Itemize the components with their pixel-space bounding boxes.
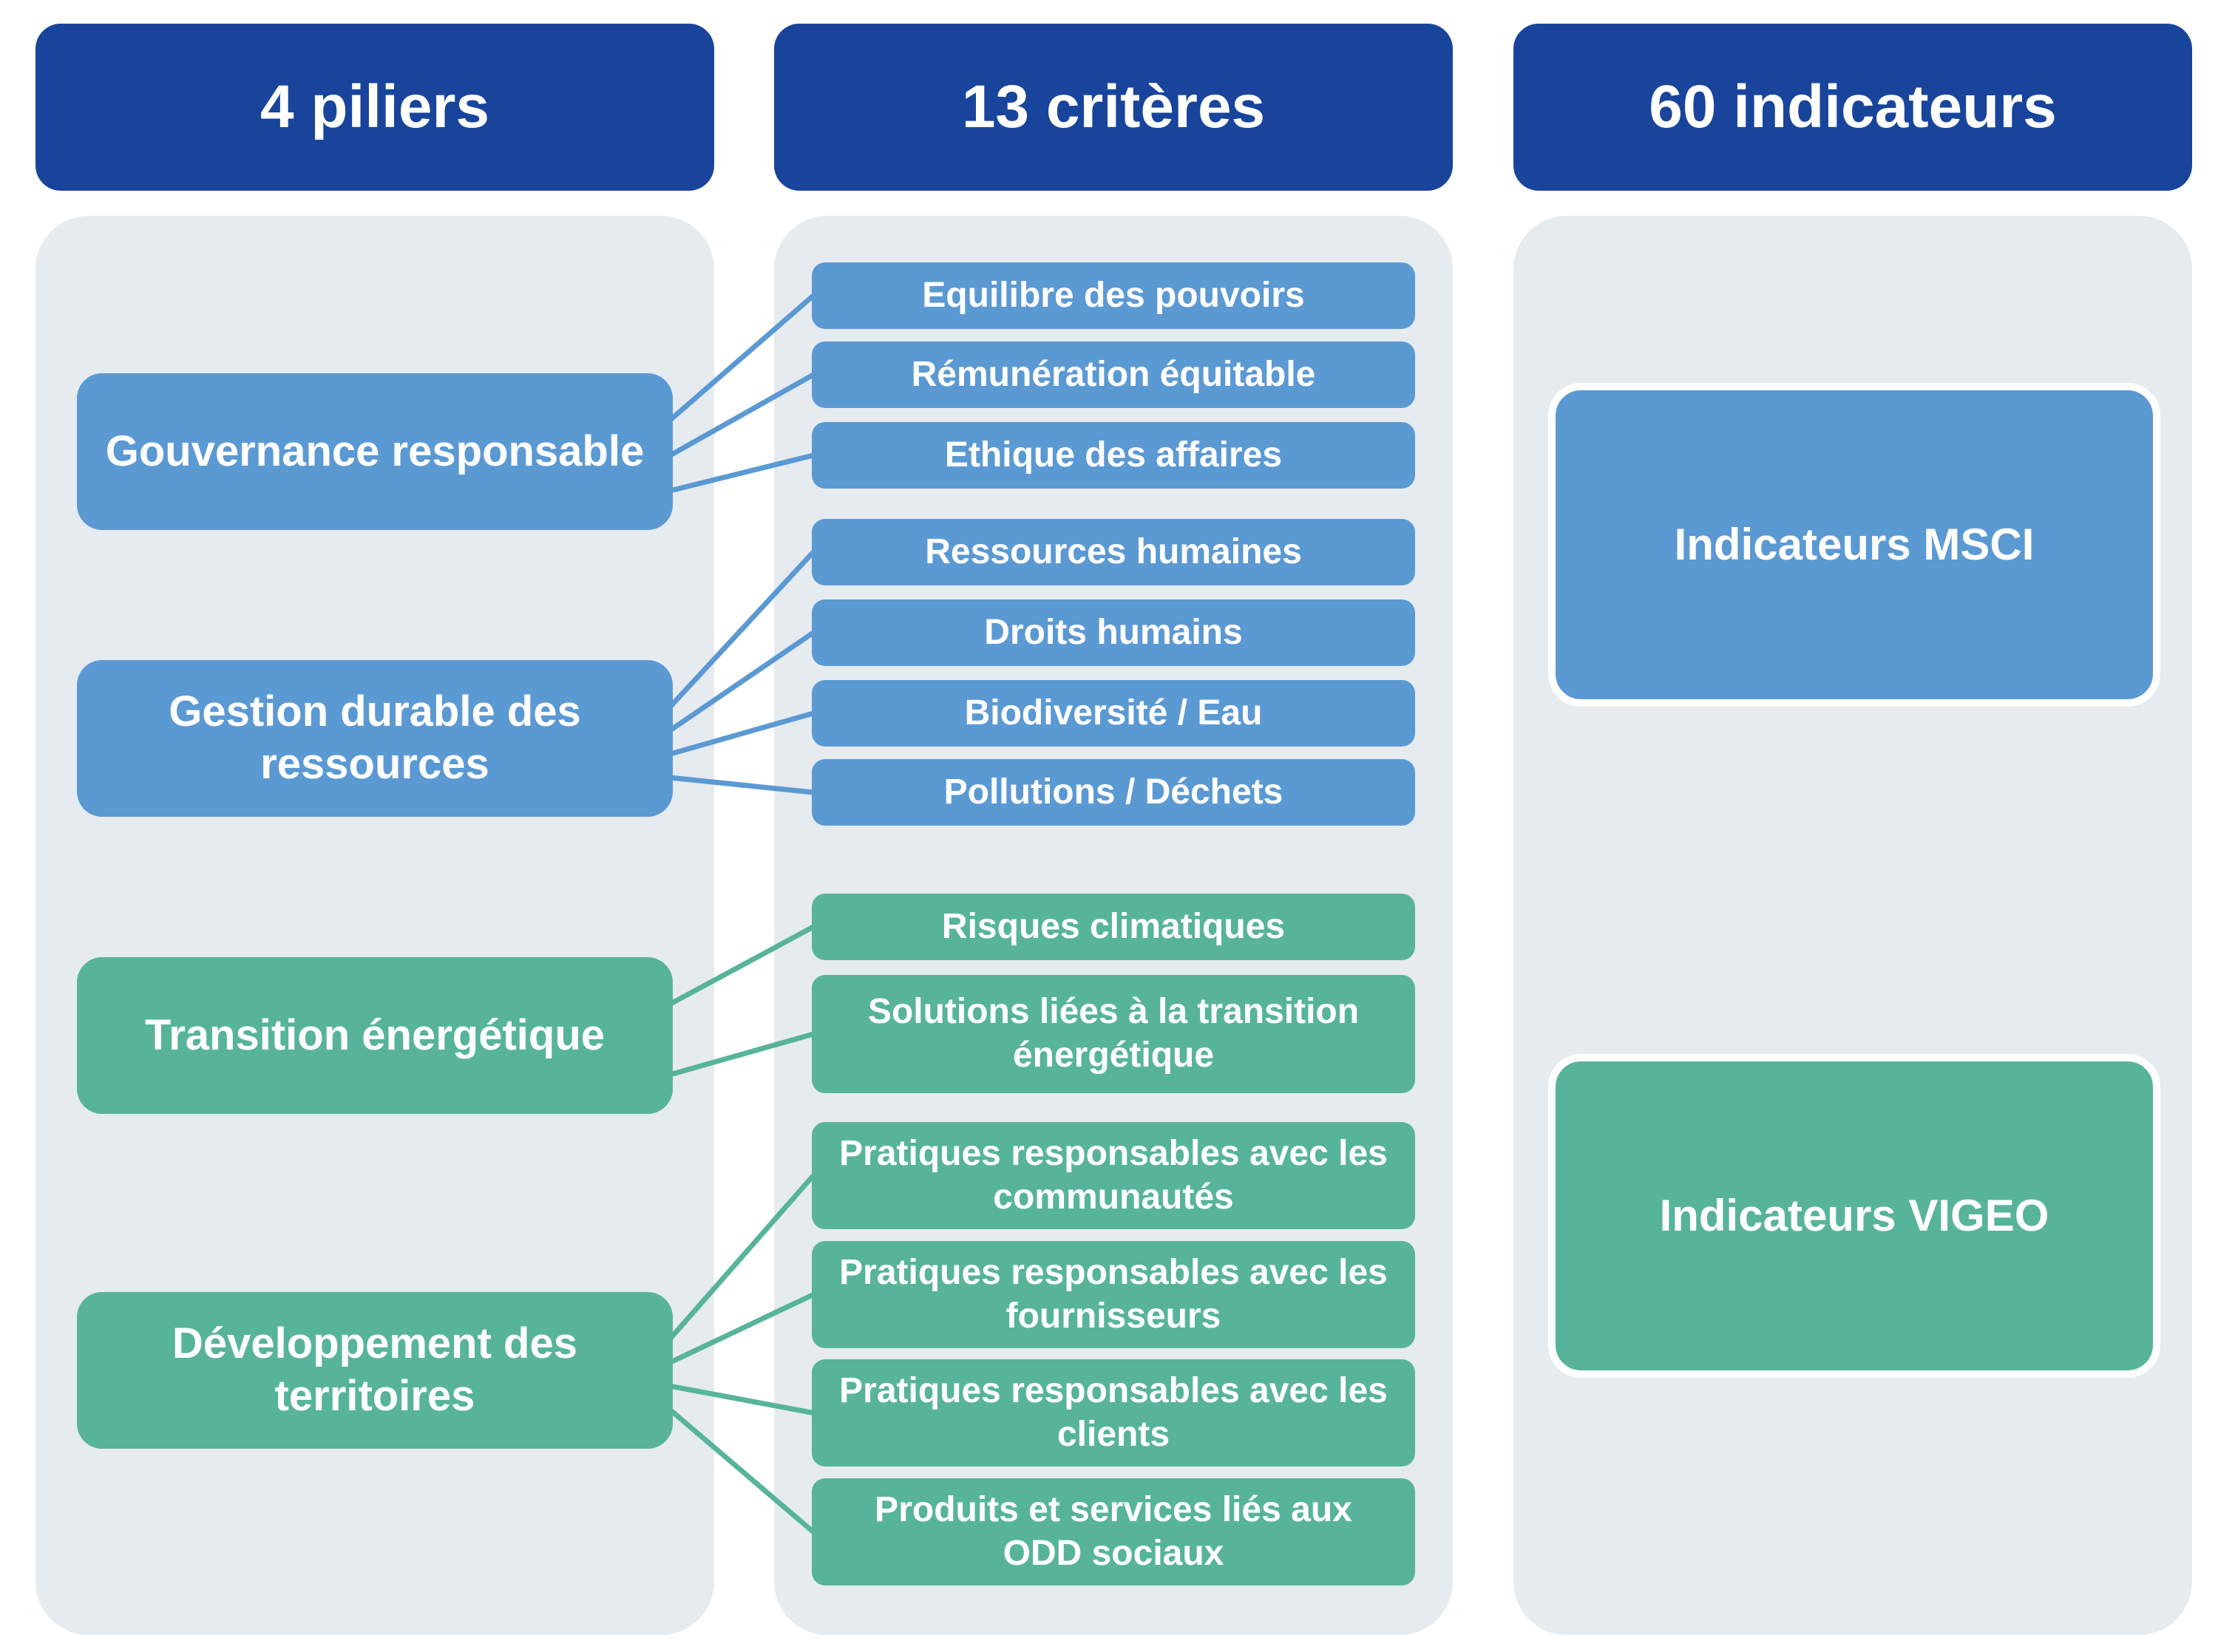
connector-line	[669, 775, 814, 795]
indicator-vigeo: Indicateurs VIGEO	[1548, 1054, 2160, 1378]
pillar-gestion-ressources: Gestion durable des ressources	[77, 660, 673, 817]
indicator-msci: Indicateurs MSCI	[1548, 383, 2160, 707]
criterion-pollutions-dechets: Pollutions / Déchets	[812, 759, 1415, 826]
connector-line	[668, 372, 815, 458]
criterion-risques-climatiques: Risques climatiques	[812, 894, 1415, 960]
criterion-produits-services-odd: Produits et services liés aux ODD sociau…	[812, 1478, 1415, 1585]
header-criteria: 13 critères	[774, 24, 1453, 191]
connector-line	[669, 452, 814, 494]
criterion-biodiversite-eau: Biodiversité / Eau	[812, 680, 1415, 747]
connector-line	[668, 293, 815, 423]
connector-line	[668, 1292, 815, 1365]
pillar-gouvernance: Gouvernance responsable	[77, 373, 673, 530]
connector-line	[669, 1031, 814, 1078]
pillar-developpement-territoires: Développement des territoires	[77, 1292, 673, 1449]
criterion-solutions-transition: Solutions liées à la transition énergéti…	[812, 975, 1415, 1093]
connector-line	[668, 1407, 815, 1534]
connector-line	[669, 1383, 814, 1415]
header-pillars: 4 piliers	[35, 24, 714, 191]
criterion-ethique-affaires: Ethique des affaires	[812, 422, 1415, 489]
connector-line	[668, 550, 815, 709]
criterion-equilibre-pouvoirs: Equilibre des pouvoirs	[812, 262, 1415, 329]
criterion-droits-humains: Droits humains	[812, 599, 1415, 666]
criterion-pratiques-communautes: Pratiques responsables avec les communau…	[812, 1122, 1415, 1229]
criterion-pratiques-clients: Pratiques responsables avec les clients	[812, 1359, 1415, 1466]
connector-line	[668, 630, 815, 733]
pillar-transition-energetique: Transition énergétique	[77, 957, 673, 1114]
connector-line	[668, 1174, 815, 1341]
criterion-remuneration-equitable: Rémunération équitable	[812, 341, 1415, 408]
connector-line	[669, 710, 814, 757]
criterion-ressources-humaines: Ressources humaines	[812, 519, 1415, 585]
connector-line	[668, 924, 815, 1007]
header-indicators: 60 indicateurs	[1513, 24, 2192, 191]
criterion-pratiques-fournisseurs: Pratiques responsables avec les fourniss…	[812, 1241, 1415, 1348]
